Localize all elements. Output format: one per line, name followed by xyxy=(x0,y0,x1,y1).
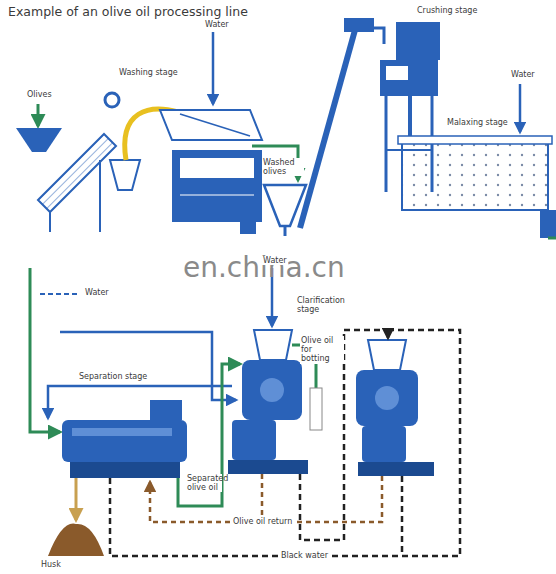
decanter xyxy=(48,400,187,556)
washed-olives-hopper xyxy=(264,185,306,236)
diagram-title: Example of an olive oil processing line xyxy=(8,4,248,19)
input-label: Water xyxy=(262,256,288,265)
olive-inlet xyxy=(16,104,62,152)
malaxer xyxy=(398,84,556,238)
flow-label: Black water xyxy=(280,551,329,560)
input-label: Olives xyxy=(26,90,53,99)
input-label: Water xyxy=(510,70,536,79)
stage-label: Washing stage xyxy=(118,68,179,77)
flow-label: Olive oil return xyxy=(232,517,293,526)
product-label: Washed olives xyxy=(262,158,304,176)
stage-label: Malaxing stage xyxy=(446,118,509,127)
product-label: Separated olive oil xyxy=(186,474,222,492)
input-label: Water xyxy=(204,20,230,29)
stage-label: Clarification stage xyxy=(296,296,348,314)
product-label: Husk xyxy=(40,560,62,569)
elevator xyxy=(300,18,384,228)
separated-oil-line xyxy=(178,364,240,506)
stage-label: Separation stage xyxy=(78,372,148,381)
inclined-conveyor xyxy=(38,93,140,232)
black-water-loop xyxy=(110,330,460,556)
stage-label: Crushing stage xyxy=(416,6,478,15)
clarifier-2 xyxy=(356,340,434,476)
paste-feed xyxy=(30,268,272,432)
product-label: Olive oil for botting xyxy=(300,336,344,364)
input-label: Water xyxy=(84,288,110,297)
olive-oil-return xyxy=(150,474,382,522)
